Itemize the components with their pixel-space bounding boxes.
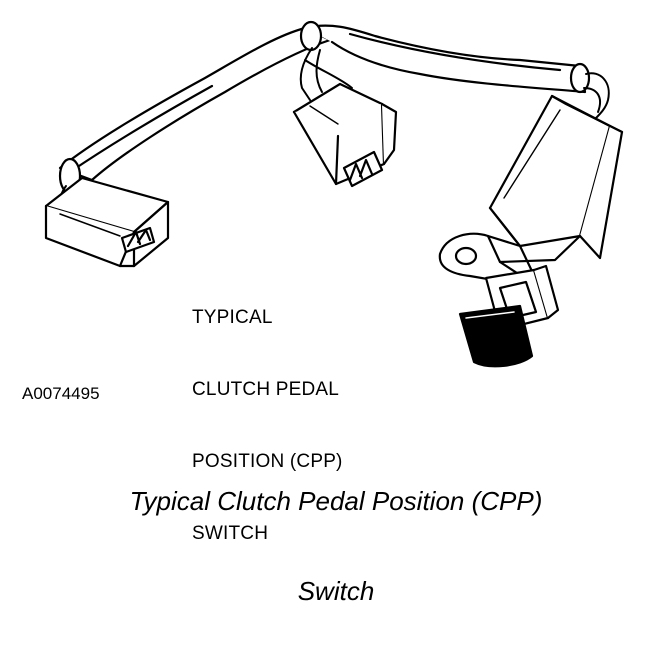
left-connector: [44, 176, 170, 268]
cpp-switch-illustration: [44, 20, 624, 368]
figure-caption: Typical Clutch Pedal Position (CPP) Swit…: [0, 426, 672, 666]
switch-plunger: [458, 264, 560, 368]
diagram-stage: TYPICAL CLUTCH PEDAL POSITION (CPP) SWIT…: [22, 20, 624, 606]
figure-id: A0074495: [22, 384, 100, 403]
caption-line-1: Typical Clutch Pedal Position (CPP): [129, 486, 543, 516]
caption-line-2: Switch: [297, 576, 375, 606]
component-label-line: CLUTCH PEDAL: [192, 379, 340, 400]
component-label-line: POSITION (CPP): [192, 451, 343, 472]
switch-body: [488, 94, 624, 260]
component-label-line: TYPICAL: [192, 307, 273, 328]
middle-connector: [292, 82, 398, 188]
